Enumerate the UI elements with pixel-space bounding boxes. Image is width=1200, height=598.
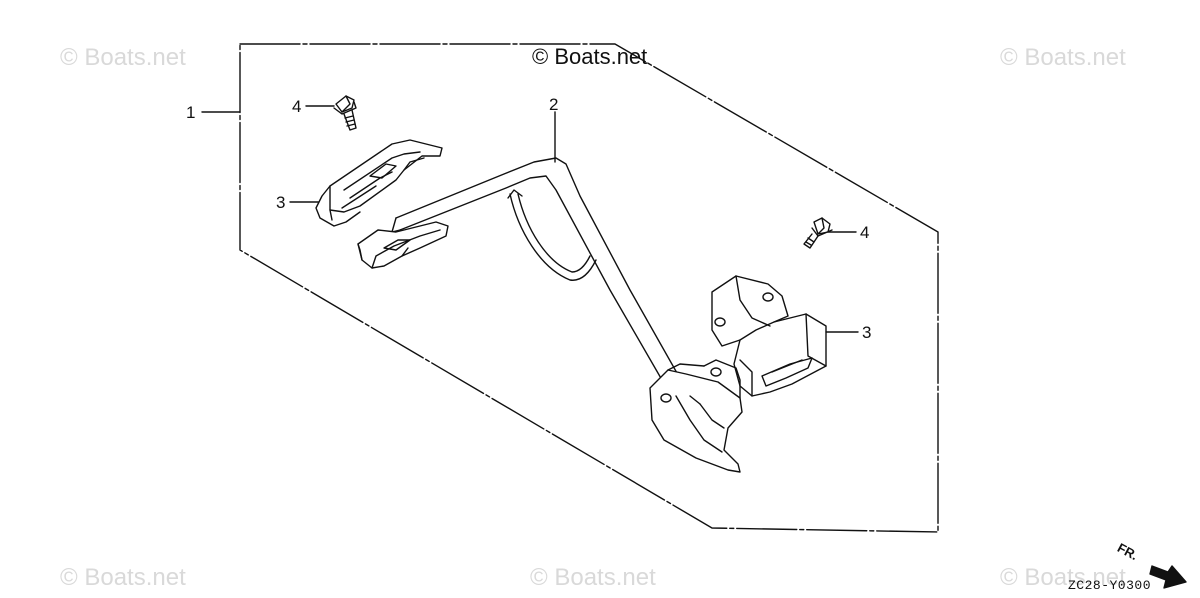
front-direction-arrow [1149,565,1187,589]
steering-handle-bar [357,157,743,473]
watermark-bottom-right: © Boats.net [1000,564,1126,591]
callout-part-2: 2 [549,95,559,114]
mounting-bracket-left [315,139,443,227]
callout-part-1: 1 [186,103,196,122]
diagram-code: ZC28-Y0300 [1068,578,1152,593]
mounting-bracket-right [711,275,827,397]
flange-bolt-right [803,217,833,249]
callout-part-4-left: 4 [292,97,302,116]
watermark-top-center: © Boats.net [532,44,648,69]
callout-part-3-left: 3 [276,193,286,212]
watermark-top-right: © Boats.net [1000,44,1126,71]
watermark-bottom-center: © Boats.net [530,564,656,591]
assembly-boundary-outline [239,43,939,533]
watermark-bottom-left: © Boats.net [60,564,186,591]
watermark-top-left: © Boats.net [60,44,186,71]
callout-part-4-right: 4 [860,223,870,242]
callout-part-3-right: 3 [862,323,872,342]
flange-bolt-left [333,95,357,131]
